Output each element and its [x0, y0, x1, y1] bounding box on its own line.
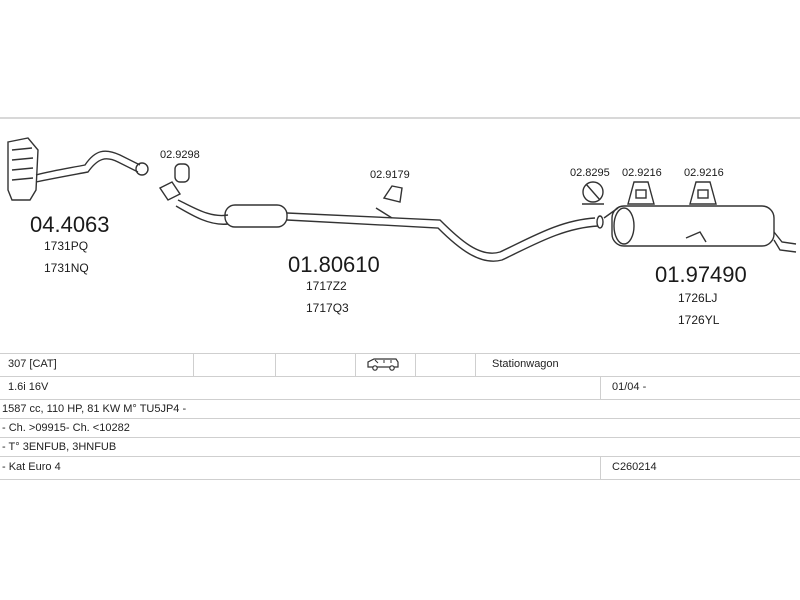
part-number: 01.80610: [288, 252, 380, 277]
part-ref: 1726LJ: [678, 291, 717, 305]
small-part-number: 02.9298: [160, 149, 200, 161]
middle-silencer[interactable]: [175, 199, 604, 262]
small-part-number: 02.9216: [684, 167, 724, 179]
column-divider: [193, 354, 194, 376]
body-type: Stationwagon: [492, 358, 559, 370]
part-ref: 1731NQ: [44, 261, 89, 275]
table-row: - Ch. >09915- Ch. <10282: [0, 418, 800, 437]
small-part-number: 02.9216: [622, 167, 662, 179]
small-part-number: 02.9179: [370, 169, 410, 181]
table-row: - Kat Euro 4 C260214: [0, 456, 800, 480]
part-ref: 1717Q3: [306, 301, 349, 315]
emission-standard: - Kat Euro 4: [2, 461, 61, 473]
column-divider: [415, 354, 416, 376]
part-number: 01.97490: [655, 262, 747, 287]
column-divider: [275, 354, 276, 376]
station-wagon-icon: [366, 357, 400, 373]
model-name: 307 [CAT]: [8, 358, 57, 370]
vehicle-info-table: 307 [CAT] Stationwagon 1.6i 16V 01/04 - …: [0, 353, 800, 480]
table-row: - T° 3ENFUB, 3HNFUB: [0, 437, 800, 456]
production-date: 01/04 -: [612, 381, 647, 393]
column-divider: [600, 377, 601, 399]
engine-details: 1587 cc, 110 HP, 81 KW M° TU5JP4 -: [2, 403, 187, 415]
table-row: 1587 cc, 110 HP, 81 KW M° TU5JP4 -: [0, 399, 800, 418]
top-divider: [0, 117, 800, 119]
exhaust-diagram: 04.4063 1731PQ 1731NQ 02.9298 01.80610 1…: [7, 137, 797, 327]
type-codes: - T° 3ENFUB, 3HNFUB: [2, 441, 117, 453]
table-row: 307 [CAT] Stationwagon: [0, 353, 800, 376]
rear-silencer[interactable]: [603, 205, 797, 253]
rubber-hanger[interactable]: [689, 181, 717, 205]
catalog-code: C260214: [612, 461, 657, 473]
small-part-number: 02.8295: [570, 167, 610, 179]
column-divider: [600, 457, 601, 479]
column-divider: [355, 354, 356, 376]
mounting-part[interactable]: [375, 185, 403, 219]
part-ref: 1717Z2: [306, 279, 347, 293]
part-number: 04.4063: [30, 212, 110, 237]
part-ref: 1731PQ: [44, 239, 88, 253]
rubber-hanger[interactable]: [582, 181, 604, 205]
column-divider: [475, 354, 476, 376]
gasket-part[interactable]: [158, 163, 190, 201]
table-row: 1.6i 16V 01/04 -: [0, 376, 800, 399]
rubber-hanger[interactable]: [627, 181, 655, 205]
catalytic-converter[interactable]: [7, 137, 149, 201]
engine: 1.6i 16V: [8, 381, 49, 393]
chassis-range: - Ch. >09915- Ch. <10282: [2, 422, 130, 434]
part-ref: 1726YL: [678, 313, 720, 327]
